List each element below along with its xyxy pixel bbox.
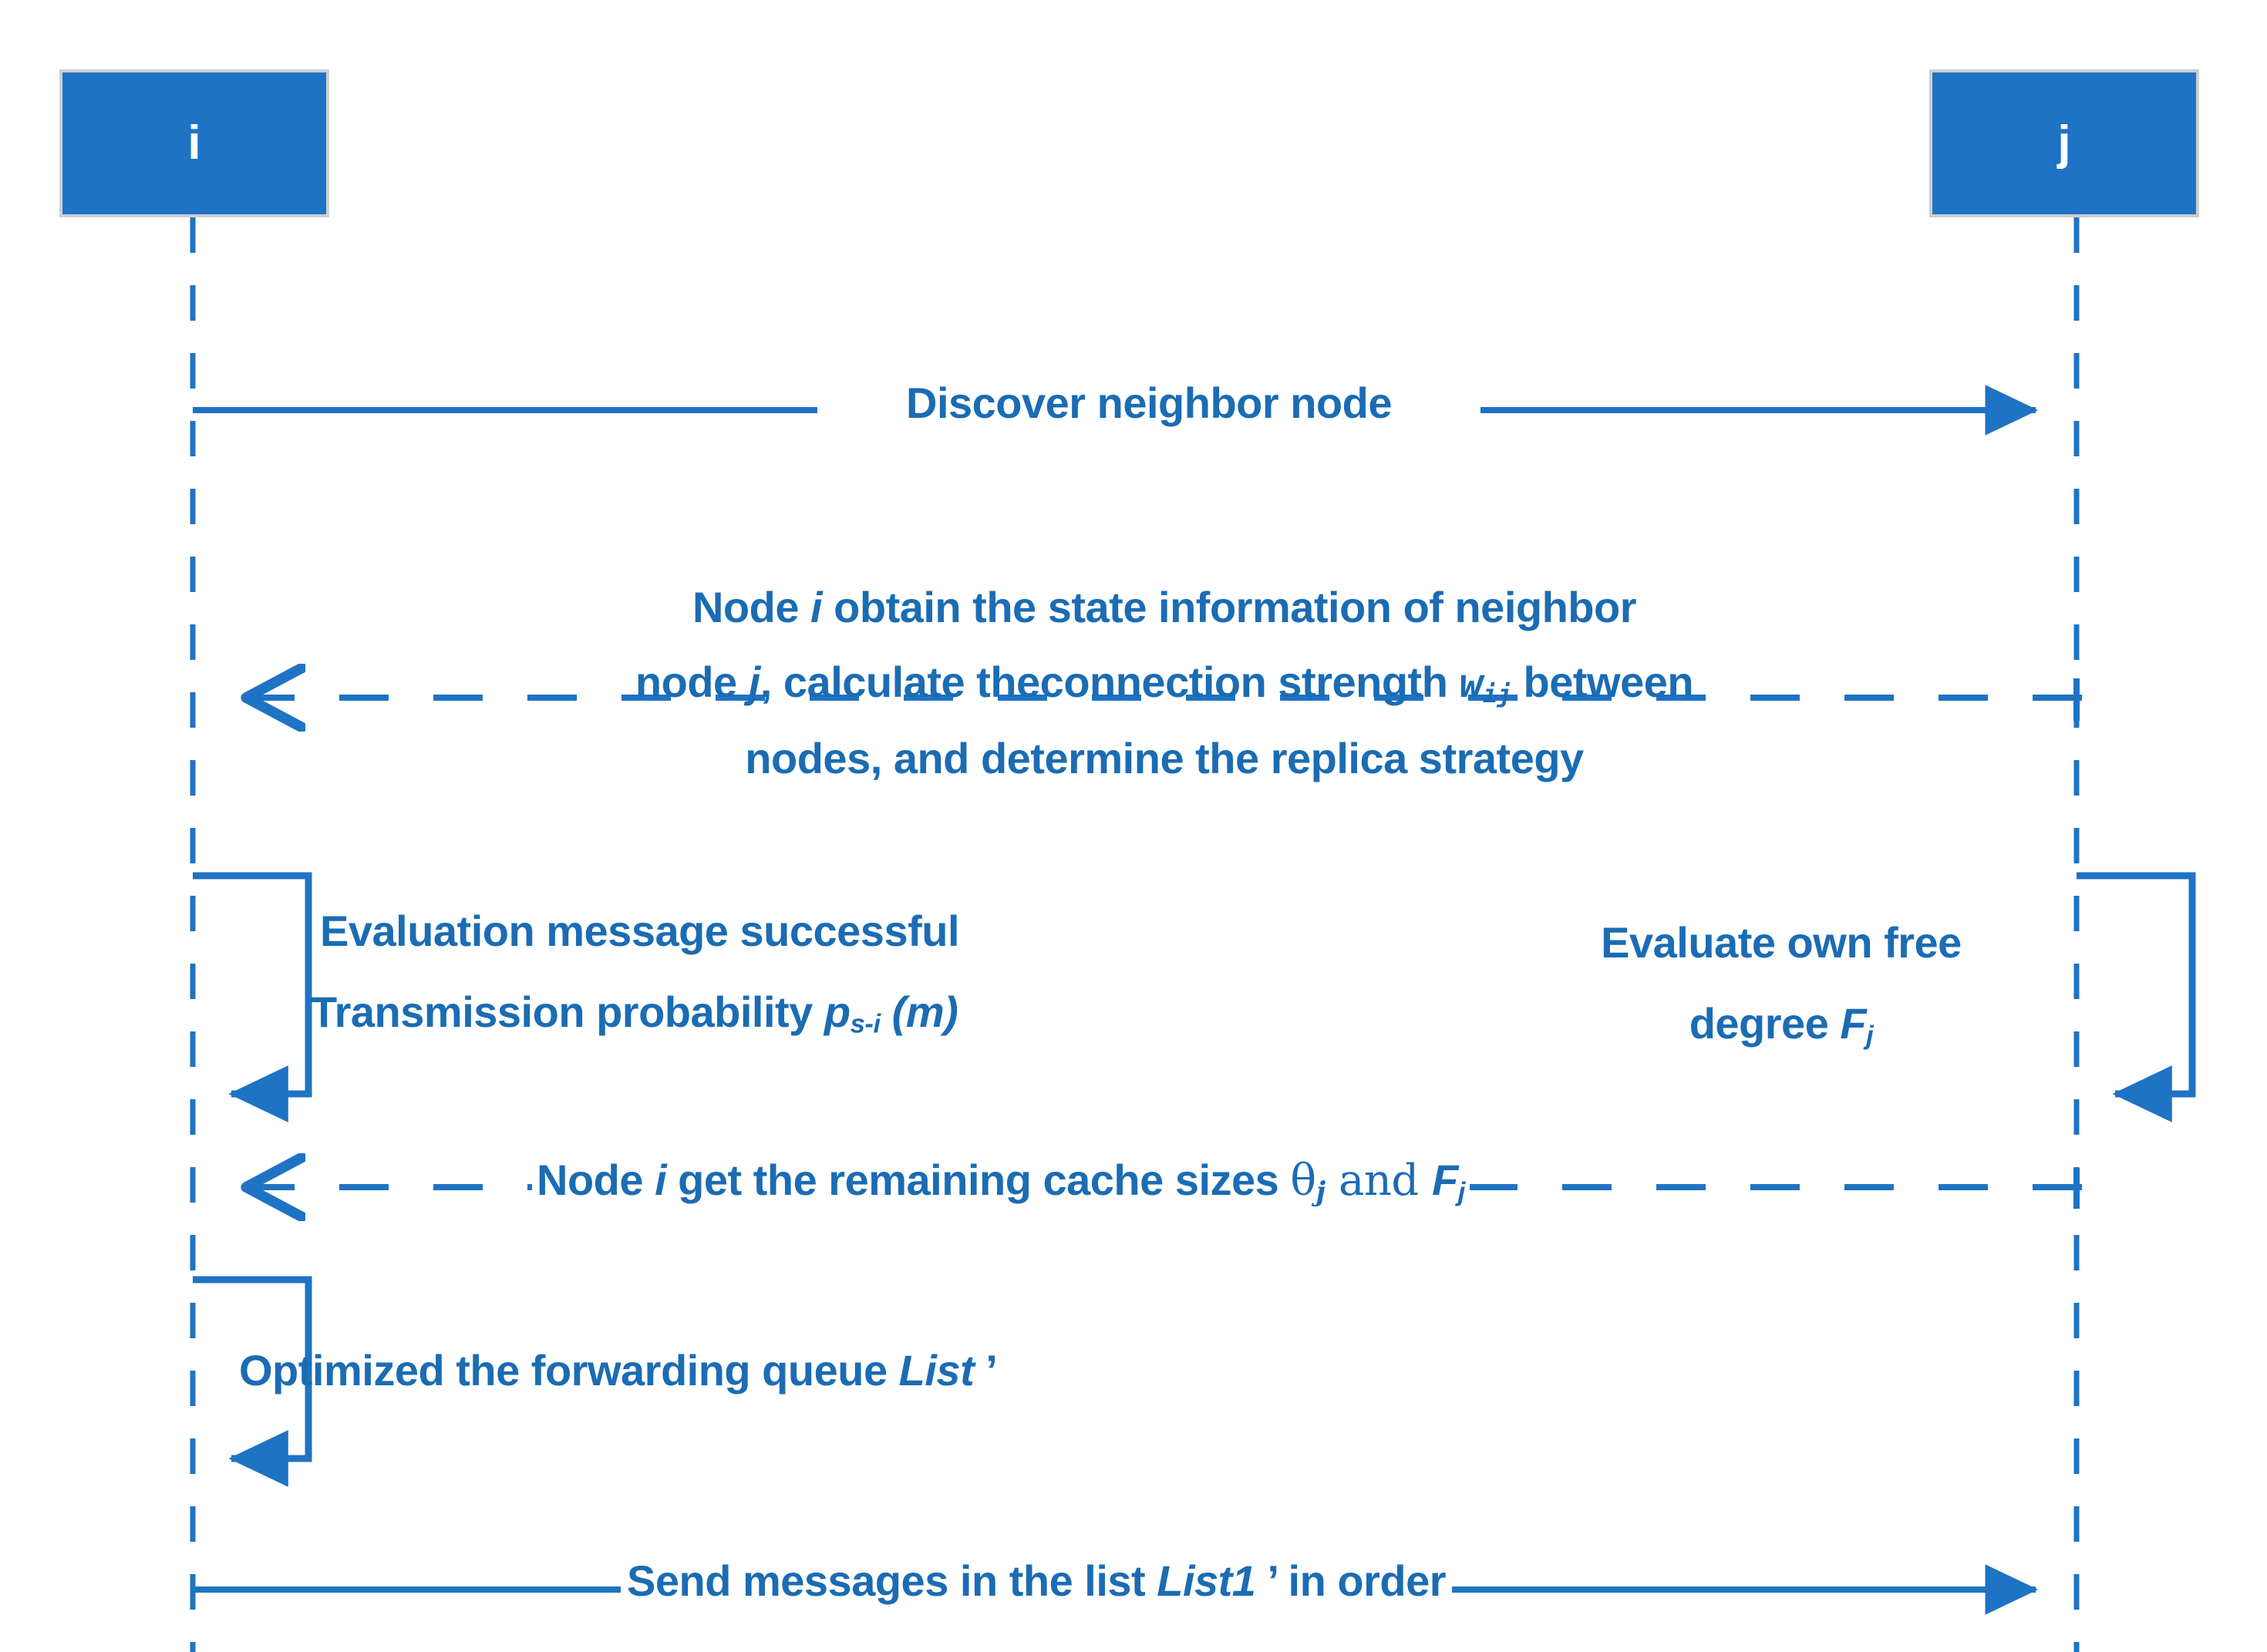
m2-line-1: Node i obtain the state information of n…	[409, 582, 1920, 632]
m5-F-sub: j	[1457, 1177, 1466, 1207]
message-label-m7: Send messages in the list List1 ’ in ord…	[621, 1556, 1453, 1606]
participant-label-j: j	[2057, 116, 2071, 170]
m7-list: List1	[1157, 1556, 1256, 1605]
m3-l2-a: Transmission probability	[311, 987, 824, 1036]
m5-c: and	[1325, 1156, 1433, 1206]
message-label-m1: Discover neighbor node	[817, 378, 1480, 428]
m4-line-2: degree Fj	[1511, 998, 2051, 1051]
self-loop-m4[interactable]	[2077, 872, 2196, 1122]
m2-l1-i: i	[810, 583, 823, 631]
m2-l2-b: , calculate theconnection strength	[760, 658, 1460, 706]
m4-l2-a: degree	[1689, 999, 1841, 1048]
message-arrow-m2[interactable]	[247, 678, 2082, 721]
m2-l1-b: obtain the state information of neighbor	[822, 583, 1637, 631]
m2-l2-a: node	[635, 658, 749, 706]
message-label-m4: Evaluate own free degree Fj	[1511, 917, 2051, 1051]
m5-a: Node	[537, 1156, 655, 1204]
m3-line-1: Evaluation message successful	[320, 906, 1191, 956]
participant-box-j[interactable]: j	[1929, 69, 2199, 217]
participant-box-i[interactable]: i	[59, 69, 329, 217]
m2-l3: nodes, and determine the replica strateg…	[745, 734, 1584, 783]
m3-l1: Evaluation message successful	[320, 907, 960, 955]
message-label-m5: Node i get the remaining cache sizes θj …	[532, 1155, 1470, 1208]
m5-i: i	[655, 1156, 667, 1204]
m5-theta-sub: j	[1315, 1176, 1326, 1208]
m2-l2-j: j	[748, 658, 761, 706]
m3-l2-p-base: p	[824, 987, 851, 1036]
m4-l2-F-base: F	[1840, 999, 1867, 1048]
m5-F: Fj	[1432, 1156, 1466, 1207]
m6-list: List	[898, 1346, 975, 1395]
m5-theta: θj	[1290, 1156, 1326, 1208]
m2-l2-w-sub: ij	[1482, 679, 1512, 709]
m4-l2-F: Fj	[1840, 999, 1874, 1051]
m5-F-base: F	[1432, 1156, 1458, 1204]
m4-l1: Evaluate own free	[1601, 918, 1962, 967]
m3-l2-p: ps-i	[824, 987, 881, 1039]
m2-line-3: nodes, and determine the replica strateg…	[409, 733, 1920, 783]
message-label-m6: Optimized the forwarding queue List ’	[239, 1345, 998, 1395]
m2-line-2: node j, calculate theconnection strength…	[409, 657, 1920, 708]
m3-l2-b: (m)	[880, 987, 958, 1036]
self-loop-m6[interactable]	[193, 1276, 312, 1487]
m5-b: get the remaining cache sizes	[666, 1156, 1291, 1204]
self-loop-m3[interactable]	[193, 872, 312, 1122]
m7-b: ’ in order	[1255, 1556, 1447, 1605]
m1-text: Discover neighbor node	[906, 379, 1393, 427]
message-label-m2: Node i obtain the state information of n…	[409, 582, 1920, 782]
m5-theta-base: θ	[1290, 1156, 1316, 1206]
m2-l2-c: between	[1511, 658, 1694, 706]
m4-line-1: Evaluate own free	[1511, 917, 2051, 967]
m6-b: ’	[974, 1346, 998, 1395]
m3-l2-p-sub: s-i	[850, 1009, 881, 1039]
m4-l2-F-sub: j	[1866, 1021, 1874, 1051]
m7-a: Send messages in the list	[627, 1556, 1157, 1605]
participant-label-i: i	[187, 116, 201, 170]
m3-line-2: Transmission probability ps-i (m)	[311, 987, 1182, 1040]
message-label-m3: Evaluation message successful Transmissi…	[311, 906, 1191, 1039]
m6-a: Optimized the forwarding queue	[239, 1346, 899, 1395]
m2-l1-a: Node	[692, 583, 811, 631]
m2-l2-w-base: w	[1459, 661, 1483, 707]
m2-l2-w: wij	[1459, 661, 1512, 709]
